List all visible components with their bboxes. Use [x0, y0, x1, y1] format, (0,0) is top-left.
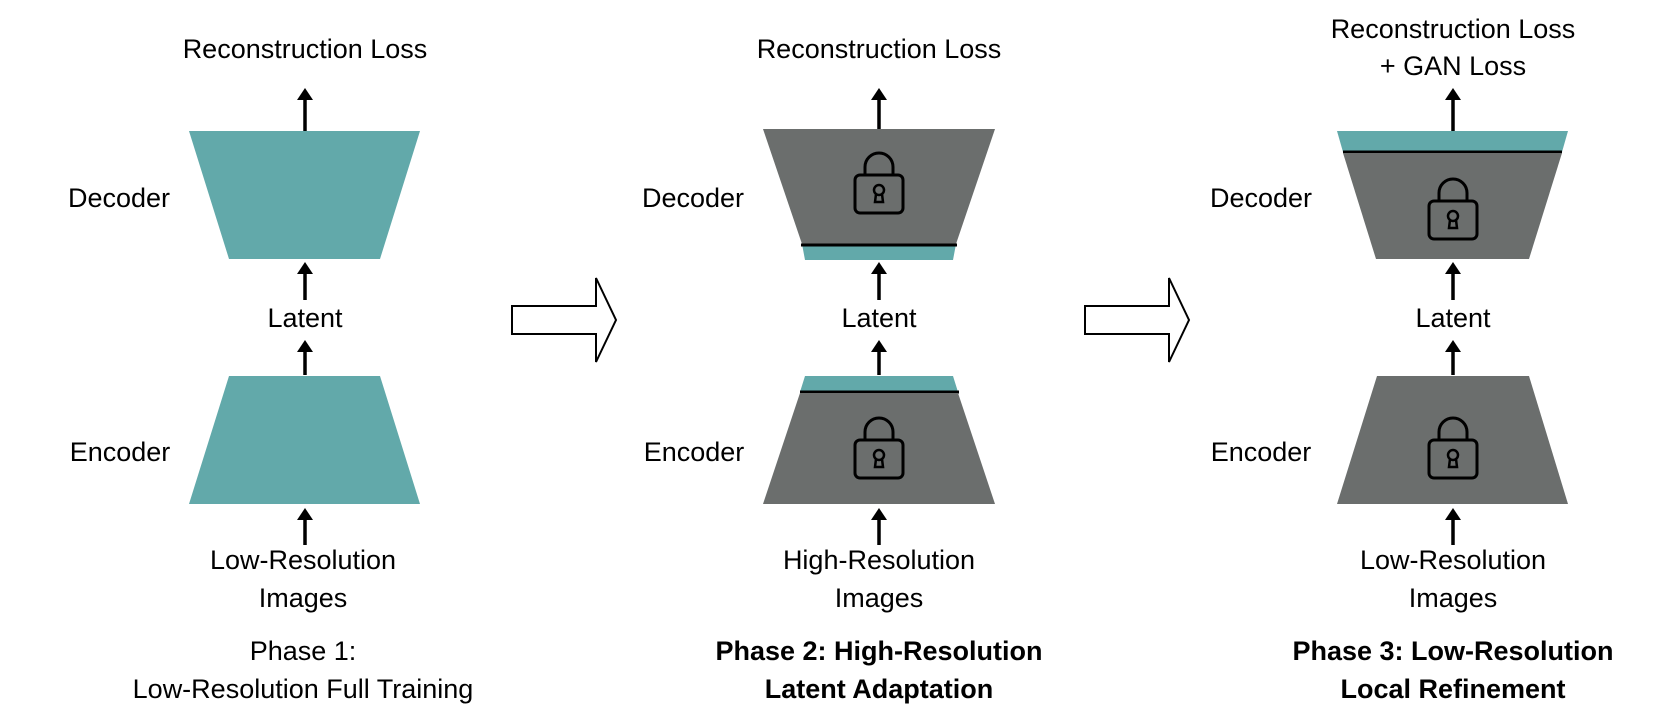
up-arrow-icon [297, 88, 313, 132]
phase-3-top-label-line1: Reconstruction Loss [1331, 14, 1576, 44]
lock-icon [1427, 177, 1479, 241]
up-arrow-icon [871, 340, 887, 375]
phase-1-caption-line2: Low-Resolution Full Training [133, 674, 474, 704]
phase-2-encoder-block [763, 393, 995, 504]
up-arrow-icon [871, 88, 887, 130]
phase-2-latent-label: Latent [841, 303, 917, 333]
lock-icon [853, 151, 905, 215]
lock-icon [1427, 416, 1479, 480]
phase-2-top-label: Reconstruction Loss [757, 34, 1002, 64]
phase-2-input-label-line1: High-Resolution [783, 545, 975, 575]
phase-3-latent-label: Latent [1415, 303, 1491, 333]
phase-1-input-label-line1: Low-Resolution [210, 545, 396, 575]
phase-2: Reconstruction Loss Decoder Latent [642, 34, 1043, 704]
phase-1: Reconstruction Loss Decoder Latent Encod… [68, 34, 473, 704]
up-arrow-icon [871, 262, 887, 300]
phase-1-encoder-label: Encoder [70, 437, 171, 467]
up-arrow-icon [297, 508, 313, 545]
up-arrow-icon [1445, 88, 1461, 131]
phase-1-caption-line1: Phase 1: [250, 636, 357, 666]
phase-2-decoder-label: Decoder [642, 183, 744, 213]
phase-3-top-label-line2: + GAN Loss [1380, 51, 1526, 81]
phase-1-input-label-line2: Images [259, 583, 348, 613]
phase-3-decoder-label: Decoder [1210, 183, 1312, 213]
phase-1-latent-label: Latent [267, 303, 343, 333]
hollow-right-arrow-icon [1084, 277, 1191, 363]
phase-3-decoder-trainable-strip [1337, 131, 1568, 152]
phase-1-encoder-block [189, 376, 420, 504]
phase-3-caption-line2: Local Refinement [1340, 674, 1565, 704]
hollow-right-arrow-icon [511, 277, 618, 363]
phase-2-input-label-line2: Images [835, 583, 924, 613]
lock-icon [853, 416, 905, 480]
phase-1-decoder-label: Decoder [68, 183, 170, 213]
phase-2-caption-line1: Phase 2: High-Resolution [715, 636, 1042, 666]
phase-2-encoder-label: Encoder [644, 437, 745, 467]
phase-2-encoder-trainable-strip [800, 376, 958, 392]
up-arrow-icon [871, 508, 887, 545]
up-arrow-icon [1445, 262, 1461, 300]
up-arrow-icon [297, 262, 313, 300]
phase-3-encoder-label: Encoder [1211, 437, 1312, 467]
phase-3-caption-line1: Phase 3: Low-Resolution [1292, 636, 1613, 666]
up-arrow-icon [1445, 340, 1461, 375]
phase-2-decoder-trainable-strip [802, 244, 956, 260]
up-arrow-icon [1445, 508, 1461, 545]
phase-3-input-label-line1: Low-Resolution [1360, 545, 1546, 575]
phase-3-input-label-line2: Images [1409, 583, 1498, 613]
phase-3-decoder-block [1343, 153, 1562, 259]
phase-3: Reconstruction Loss + GAN Loss Decoder L… [1210, 14, 1614, 704]
phase-1-decoder-block [189, 131, 420, 259]
phase-2-caption-line2: Latent Adaptation [765, 674, 994, 704]
up-arrow-icon [297, 340, 313, 375]
phase-1-top-label: Reconstruction Loss [183, 34, 428, 64]
phase-2-decoder-block [763, 129, 995, 244]
